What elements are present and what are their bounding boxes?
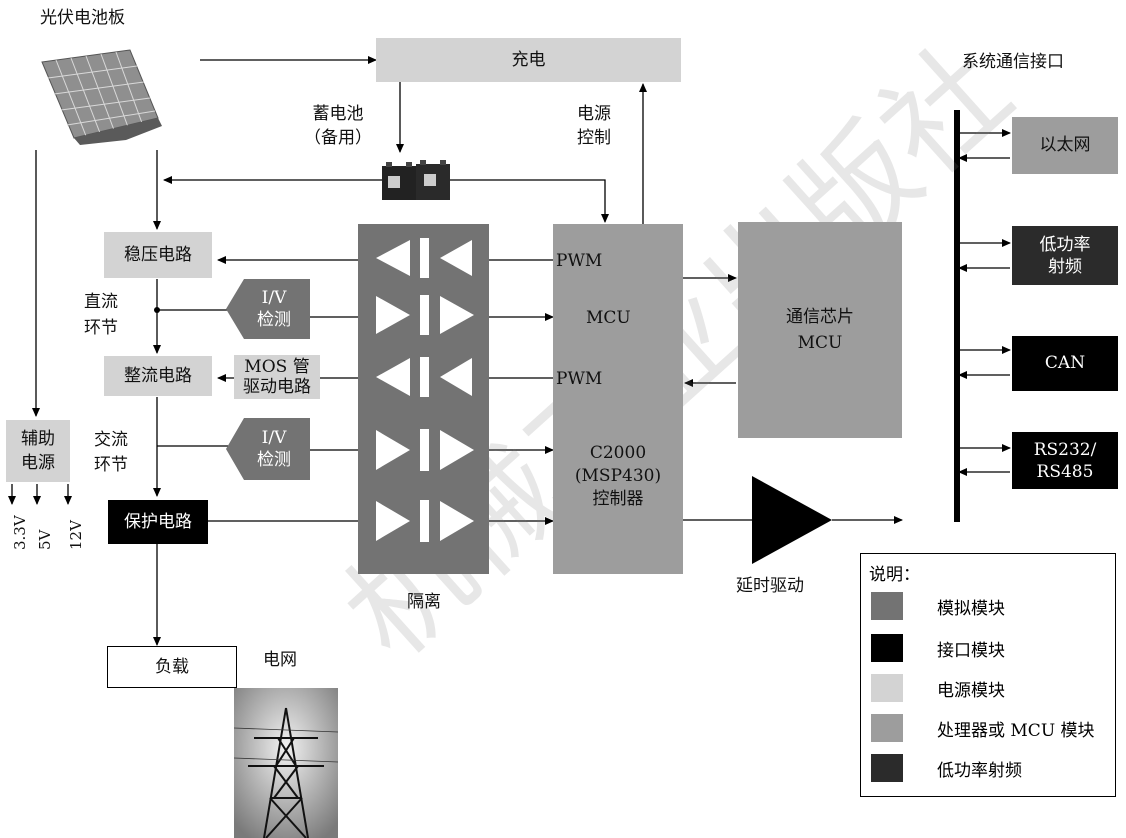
legend-label-processor: 处理器或 MCU 模块 — [937, 720, 1095, 741]
isolation-optocouplers — [376, 238, 474, 542]
rectifier-circuit: 整流电路 — [104, 356, 212, 396]
legend: 说明： 模拟模块 接口模块 电源模块 处理器或 MCU 模块 低功率射频 — [860, 553, 1116, 797]
power-control-label-line1: 电源 — [577, 104, 611, 124]
legend-swatch-analog — [871, 592, 903, 620]
controller-label-line2: (MSP430) — [574, 466, 662, 486]
battery-label-line1: 蓄电池 — [312, 104, 364, 124]
low-power-rf-line1: 低功率 — [1039, 234, 1091, 255]
low-power-rf-line2: 射频 — [1048, 256, 1082, 277]
solar-panel-image — [41, 49, 162, 145]
controller-label-line3: 控制器 — [592, 489, 644, 509]
pwm-label-1: PWM — [556, 251, 603, 271]
rs232-rs485-interface: RS232/ RS485 — [1012, 432, 1118, 489]
legend-swatch-low-power-rf — [871, 754, 903, 782]
legend-label-interface: 接口模块 — [937, 640, 1005, 661]
legend-swatch-processor — [871, 714, 903, 742]
ethernet-interface: 以太网 — [1012, 117, 1118, 174]
iv-detection-ac-line1: I/V — [261, 428, 287, 448]
legend-item-interface: 接口模块 — [871, 634, 1005, 662]
legend-item-processor: 处理器或 MCU 模块 — [871, 714, 1095, 742]
battery-image — [382, 160, 450, 200]
legend-label-analog: 模拟模块 — [937, 598, 1005, 619]
legend-item-analog: 模拟模块 — [871, 592, 1005, 620]
comm-chip-mcu: 通信芯片 MCU — [738, 222, 902, 438]
mcu-input-label: MCU — [586, 308, 631, 328]
power-tower-image — [234, 688, 338, 838]
protection-circuit: 保护电路 — [108, 500, 208, 544]
solar-panel-label: 光伏电池板 — [40, 8, 125, 28]
iv-detection-dc-line1: I/V — [261, 288, 287, 308]
mos-driver-circuit: MOS 管 驱动电路 — [234, 355, 320, 399]
battery-label-line2: （备用） — [304, 128, 372, 148]
isolation-label: 隔离 — [407, 592, 441, 612]
low-power-rf-interface: 低功率 射频 — [1012, 226, 1118, 285]
aux-power-line1: 辅助 — [21, 429, 55, 449]
iv-detection-ac: I/V 检测 — [240, 422, 308, 476]
legend-label-low-power-rf: 低功率射频 — [937, 760, 1022, 781]
dc-link-label-line1: 直流 — [84, 292, 118, 312]
iv-detection-dc-line2: 检测 — [257, 310, 291, 330]
grid-label: 电网 — [263, 650, 297, 670]
rs-line2: RS485 — [1036, 461, 1094, 482]
iv-detection-ac-line2: 检测 — [257, 450, 291, 470]
ac-link-label-line1: 交流 — [94, 430, 128, 450]
charge-block: 充电 — [376, 38, 681, 82]
regulator-circuit: 稳压电路 — [104, 232, 212, 278]
comm-chip-line2: MCU — [797, 333, 843, 353]
aux-power-line2: 电源 — [21, 453, 55, 473]
pwm-label-2: PWM — [556, 369, 603, 389]
iv-detection-dc: I/V 检测 — [240, 283, 308, 335]
legend-swatch-interface — [871, 634, 903, 662]
can-interface: CAN — [1012, 336, 1118, 391]
legend-item-low-power-rf: 低功率射频 — [871, 754, 1022, 782]
legend-label-power: 电源模块 — [937, 680, 1005, 701]
dc-link-label-line2: 环节 — [84, 318, 118, 338]
load-block: 负载 — [107, 646, 237, 688]
aux-power: 辅助 电源 — [6, 420, 70, 482]
voltage-3v3: 3.3V — [11, 515, 29, 550]
delay-drive-amplifier — [752, 476, 832, 564]
rs-line1: RS232/ — [1033, 439, 1097, 460]
legend-item-power: 电源模块 — [871, 674, 1005, 702]
voltage-12v: 12V — [67, 520, 85, 550]
legend-swatch-power — [871, 674, 903, 702]
power-control-label-line2: 控制 — [577, 128, 611, 148]
controller-block — [553, 224, 683, 574]
mos-driver-line1: MOS 管 — [244, 357, 310, 377]
iv-detect-shape-1 — [226, 279, 310, 339]
iv-detect-shape-2 — [226, 418, 310, 480]
system-comm-interface-label: 系统通信接口 — [962, 52, 1064, 72]
mos-driver-line2: 驱动电路 — [243, 377, 311, 397]
comm-chip-line1: 通信芯片 — [786, 307, 854, 327]
controller-label-line1: C2000 — [589, 443, 647, 463]
ac-link-label-line2: 环节 — [94, 455, 128, 475]
delay-drive-label: 延时驱动 — [736, 576, 804, 596]
legend-title: 说明： — [869, 565, 920, 585]
voltage-5v: 5V — [36, 529, 54, 550]
